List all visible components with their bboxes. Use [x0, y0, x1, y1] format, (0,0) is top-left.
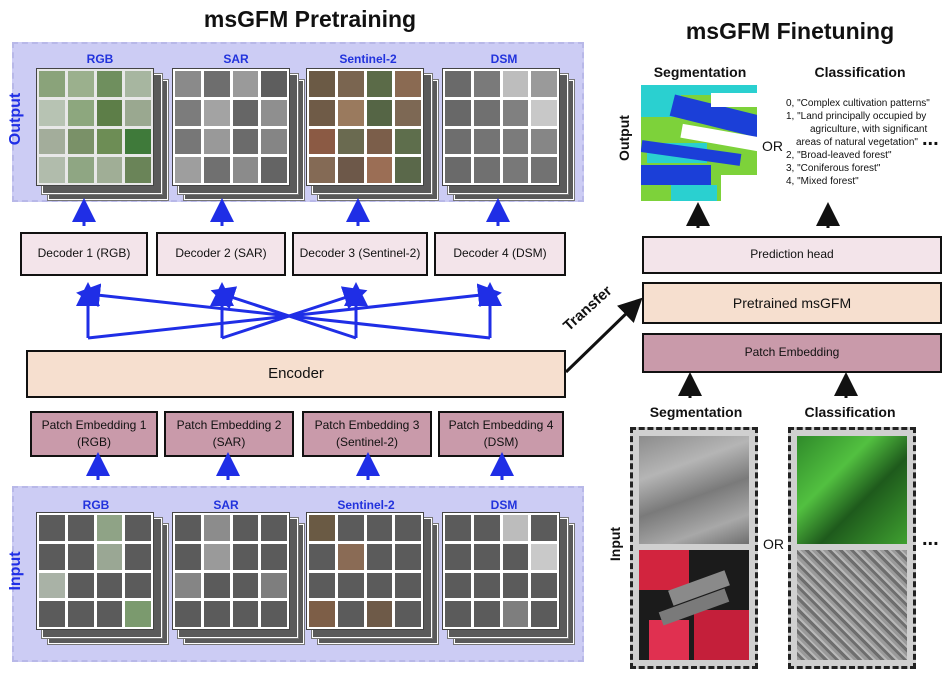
out-segmentation-label: Segmentation: [653, 64, 747, 80]
patch-embedding-s2: Patch Embedding 3 (Sentinel-2): [302, 411, 432, 457]
pe-rgb-line2: (RGB): [77, 435, 111, 449]
enc-dec-diag-4: [210, 286, 357, 340]
out-modality-rgb: RGB: [86, 52, 114, 66]
pretraining-title: msGFM Pretraining: [203, 6, 417, 32]
class-list: 0, "Complex cultivation patterns" 1, "La…: [786, 97, 951, 188]
class-3: 3, "Coniferous forest": [786, 163, 881, 174]
decoder-rgb: Decoder 1 (RGB): [20, 232, 148, 276]
in-modality-rgb: RGB: [82, 498, 110, 512]
ft-input-or: OR: [763, 536, 784, 552]
s2-input-image: [797, 436, 907, 544]
dsm-input-image: [639, 436, 749, 544]
pe-dsm-line2: (DSM): [483, 435, 519, 449]
in-modality-dsm: DSM: [490, 498, 518, 512]
decoder-dsm: Decoder 4 (DSM): [434, 232, 566, 276]
class-0: 0, "Complex cultivation patterns": [786, 98, 930, 109]
class-4: 4, "Mixed forest": [786, 176, 859, 187]
pe-s2-line2: (Sentinel-2): [335, 435, 399, 449]
classification-input-frame: [788, 427, 916, 669]
in-classification-label: Classification: [804, 404, 896, 420]
decoder-s2: Decoder 3 (Sentinel-2): [292, 232, 428, 276]
pe-dsm-line1: Patch Embedding 4: [448, 417, 554, 432]
in-segmentation-label: Segmentation: [649, 404, 743, 420]
patch-embedding-rgb: Patch Embedding 1 (RGB): [30, 411, 158, 457]
encoder-box: Encoder: [26, 350, 566, 398]
class-2: 2, "Broad-leaved forest": [786, 150, 892, 161]
out-modality-sar: SAR: [223, 52, 249, 66]
pe-sar-line1: Patch Embedding 2: [176, 417, 282, 432]
class-1: 1, "Land principally occupied by: [786, 111, 927, 122]
pe-rgb-line1: Patch Embedding 1: [41, 417, 147, 432]
ft-output-or: OR: [762, 138, 783, 154]
pretrained-msgfm-box: Pretrained msGFM: [642, 282, 942, 324]
pe-sar-line2: (SAR): [212, 435, 246, 449]
decoder-sar: Decoder 2 (SAR): [156, 232, 286, 276]
class-1b: agriculture, with significant: [810, 124, 928, 135]
prediction-head-box: Prediction head: [642, 236, 942, 274]
finetuning-title: msGFM Finetuning: [685, 18, 895, 44]
ft-patch-embedding-box: Patch Embedding: [642, 333, 942, 373]
out-modality-dsm: DSM: [490, 52, 518, 66]
pe-s2-line1: Patch Embedding 3: [314, 417, 420, 432]
segmentation-input-frame: [630, 427, 758, 669]
out-classification-label: Classification: [814, 64, 906, 80]
transfer-arrow: [564, 297, 643, 374]
ft-output-ellipsis: ...: [922, 128, 939, 150]
out-modality-s2: Sentinel-2: [339, 52, 397, 66]
in-modality-s2: Sentinel-2: [337, 498, 395, 512]
in-modality-sar: SAR: [213, 498, 239, 512]
color-infrared-input-image: [639, 550, 749, 660]
class-1c: areas of natural vegetation": [796, 137, 918, 148]
patch-embedding-dsm: Patch Embedding 4 (DSM): [438, 411, 564, 457]
sar-input-image: [797, 550, 907, 660]
segmentation-output-map: [641, 85, 757, 201]
ft-input-ellipsis: ...: [922, 528, 939, 550]
